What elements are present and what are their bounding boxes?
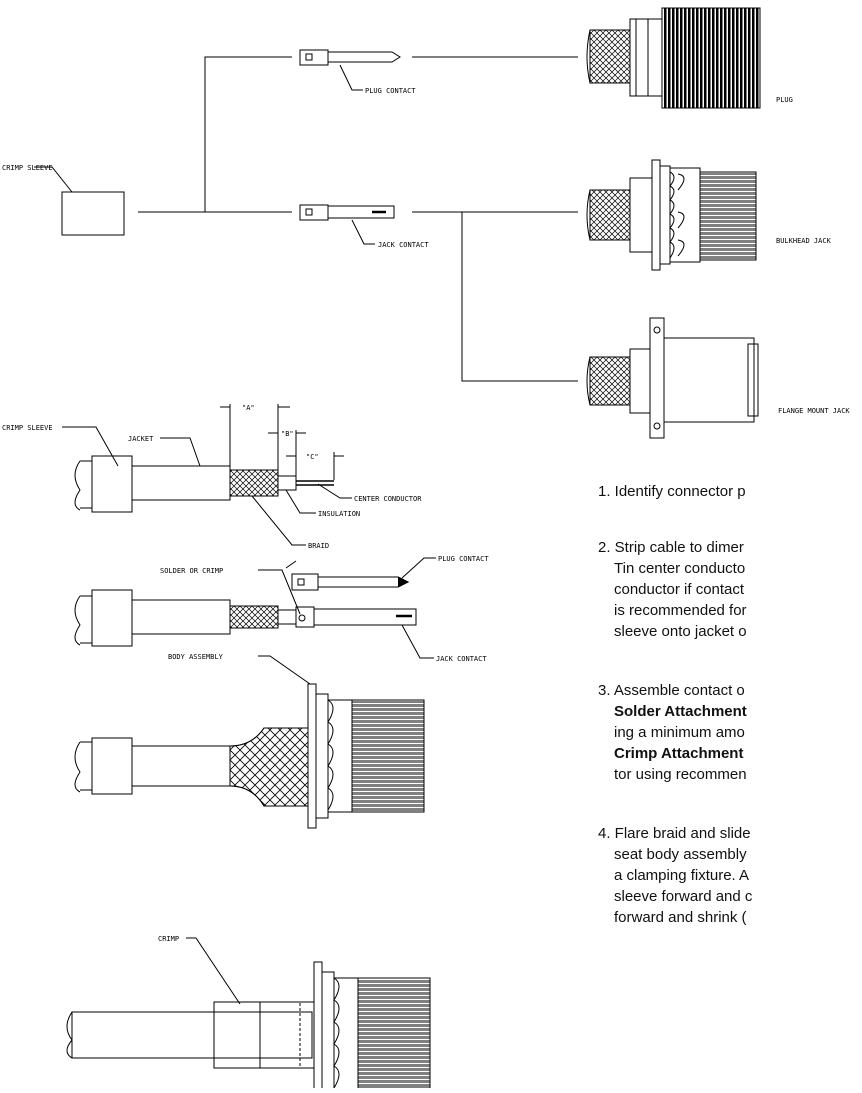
instruction-step-3: 3. Assemble contact o Solder Attachment …	[598, 680, 747, 785]
step3-solder-heading: Solder Attachment	[614, 703, 747, 720]
step4-line4: sleeve forward and c	[614, 888, 753, 905]
crimp-sleeve-label: CRIMP SLEEVE	[2, 424, 53, 432]
plug-label: PLUG	[776, 96, 793, 104]
instruction-step-1: 1. Identify connector p	[598, 481, 746, 502]
body-assembly-label: BODY ASSEMBLY	[168, 653, 224, 661]
step4-line5: forward and shrink (	[614, 909, 747, 926]
center-conductor-label: CENTER CONDUCTOR	[354, 495, 422, 503]
plug-contact-top: PLUG CONTACT	[299, 49, 416, 95]
plug-connector: PLUG	[586, 7, 793, 109]
step2-line1: 2. Strip cable to dimer	[598, 539, 744, 556]
solder-or-crimp-label: SOLDER OR CRIMP	[160, 567, 223, 575]
step2-line2: Tin center conducto	[614, 560, 746, 577]
jack-contact-top-label: JACK CONTACT	[378, 241, 429, 249]
step4-line3: a clamping fixture. A	[614, 867, 750, 884]
step4-line1: 4. Flare braid and slide	[598, 825, 751, 842]
flange-mount-jack-label: FLANGE MOUNT JACK	[778, 407, 850, 415]
step3-line3: ing a minimum amo	[614, 724, 745, 741]
contact-attach-diagram: SOLDER OR CRIMP PLUG CONTACT JACK CONTAC…	[74, 555, 489, 663]
bulkhead-jack-label: BULKHEAD JACK	[776, 237, 832, 245]
instruction-step-2: 2. Strip cable to dimer Tin center condu…	[598, 537, 747, 642]
jacket-label: JACKET	[128, 435, 154, 443]
braid-label: BRAID	[308, 542, 329, 550]
dim-b-label: "B"	[281, 430, 294, 438]
instruction-step-4: 4. Flare braid and slide seat body assem…	[598, 823, 752, 928]
flange-mount-jack: FLANGE MOUNT JACK	[586, 317, 850, 439]
jack-contact-label: JACK CONTACT	[436, 655, 487, 663]
jack-contact-top: JACK CONTACT	[299, 204, 429, 249]
plug-contact-label: PLUG CONTACT	[438, 555, 489, 563]
dim-a-label: "A"	[242, 404, 255, 412]
step4-line2: seat body assembly	[614, 846, 747, 863]
step2-line3: conductor if contact	[614, 581, 745, 598]
dim-c-label: "C"	[306, 453, 319, 461]
crimp-sleeve-top-label: CRIMP SLEEVE	[2, 164, 53, 172]
step2-line5: sleeve onto jacket o	[614, 623, 747, 640]
step2-line4: is recommended for	[614, 602, 747, 619]
cable-strip-diagram: "A" "B" "C" CRIMP SLEEVE JACKET CENTER C…	[2, 404, 422, 550]
crimp-diagram: CRIMP	[66, 935, 431, 1093]
flow-lines	[138, 56, 578, 382]
step3-crimp-heading: Crimp Attachment	[614, 745, 744, 762]
step3-line1: 3. Assemble contact o	[598, 682, 745, 699]
crimp-sleeve-part: CRIMP SLEEVE	[2, 164, 125, 236]
step1-text: 1. Identify connector p	[598, 483, 746, 500]
body-assembly-diagram: BODY ASSEMBLY	[74, 653, 425, 829]
bulkhead-jack: BULKHEAD JACK	[586, 159, 832, 271]
plug-contact-top-label: PLUG CONTACT	[365, 87, 416, 95]
step3-line5: tor using recommen	[614, 766, 747, 783]
crimp-label: CRIMP	[158, 935, 179, 943]
insulation-label: INSULATION	[318, 510, 360, 518]
